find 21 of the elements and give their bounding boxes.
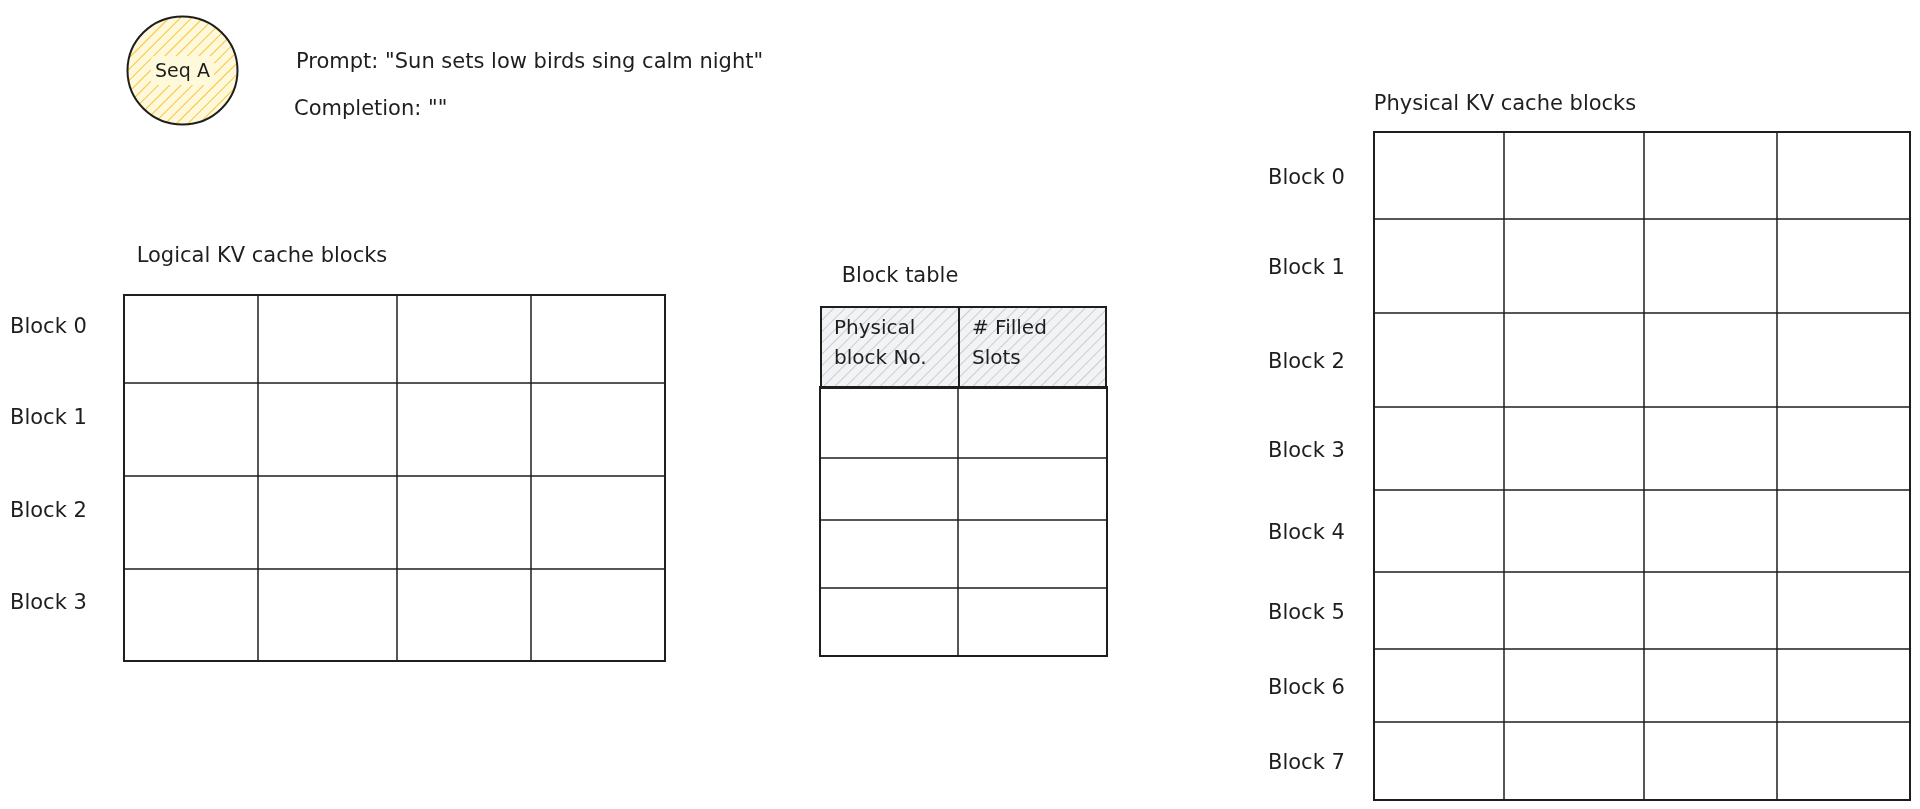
row-label: Block 1 (10, 403, 87, 431)
row-label: Block 0 (1268, 163, 1345, 191)
circle-label: Seq A (151, 56, 214, 85)
grid-title: Block table (841, 262, 959, 289)
header-cell: # Filled Slots (958, 306, 1107, 389)
row-label: Block 7 (1268, 749, 1345, 776)
row-label: Block 4 (1268, 519, 1345, 546)
prompt-text: Prompt: "Sun sets low birds sing calm night" (296, 48, 764, 75)
header-cell: Physical block No. (820, 306, 960, 389)
row-label: Block 2 (1268, 348, 1345, 375)
row-label: Block 3 (1268, 436, 1345, 464)
grid-title: Physical KV cache blocks (1373, 90, 1637, 117)
row-label: Block 3 (10, 589, 87, 616)
row-label: Block 0 (10, 313, 87, 340)
sequence-circle (126, 15, 239, 126)
row-label: Block 5 (1268, 598, 1345, 626)
row-label: Block 6 (1268, 673, 1345, 701)
row-label: Block 2 (10, 496, 87, 524)
row-label: Block 1 (1268, 254, 1345, 281)
grid-title: Logical KV cache blocks (136, 242, 388, 269)
completion-text: Completion: "" (294, 95, 448, 122)
